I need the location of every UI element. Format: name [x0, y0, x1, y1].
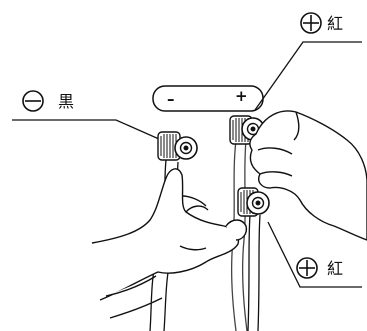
negative-text: 黒	[58, 92, 74, 111]
polarity-plate: – +	[152, 85, 264, 112]
positive-terminal-bottom	[237, 187, 270, 217]
right-hand	[249, 110, 367, 241]
positive-bottom-text: 紅	[327, 259, 343, 278]
plate-minus: –	[167, 90, 175, 108]
positive-top-label: 紅	[300, 12, 343, 34]
plus-circle-icon	[300, 12, 322, 34]
negative-terminal	[157, 131, 198, 161]
plate-plus: +	[235, 87, 248, 105]
leader-lines	[12, 41, 362, 288]
plus-circle-icon	[296, 257, 318, 279]
minus-circle-icon	[22, 90, 44, 112]
left-hand	[91, 168, 248, 301]
negative-label: 黒	[22, 90, 74, 112]
lower-hand	[105, 275, 163, 319]
positive-top-text: 紅	[327, 14, 343, 33]
positive-bottom-label: 紅	[296, 257, 343, 279]
